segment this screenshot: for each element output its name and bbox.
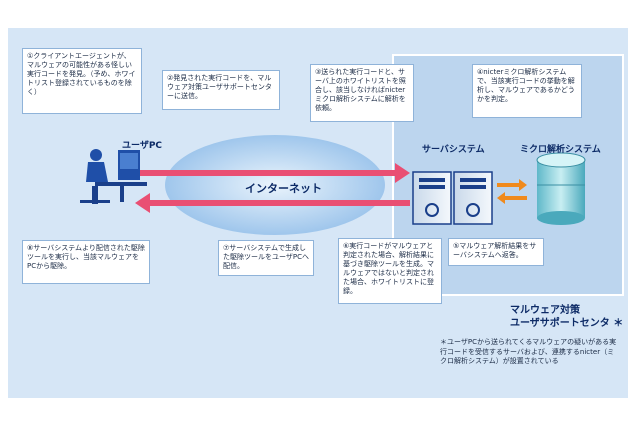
note-step-1: ①クライアントエージェントが、マルウェアの可能性がある怪しい実行コードを発見。（… xyxy=(22,48,142,114)
support-center-title-line2: ユーザサポートセンタ ＊ xyxy=(510,318,624,329)
footnote: ＊ユーザPCから送られてくるマルウェアの疑いがある実行コードを受信するサーバおよ… xyxy=(440,338,617,365)
note-step-4: ④nicterミクロ解析システムで、当該実行コードの挙動を解析し、マルウェアであ… xyxy=(472,64,582,118)
micro-analysis-icon xyxy=(536,152,586,225)
user-pc-label: ユーザPC xyxy=(122,141,163,151)
note-step-6: ⑥実行コードがマルウェアと判定された場合、解析結果に基づき駆除ツールを生成。マル… xyxy=(338,238,442,304)
support-center-title-line1: マルウェア対策 xyxy=(510,305,580,316)
to-server-arrow xyxy=(497,192,527,204)
internet-label: インターネット xyxy=(245,182,322,195)
server-icon xyxy=(412,171,493,225)
to-micro-arrow xyxy=(497,179,527,191)
download-arrow xyxy=(135,193,410,213)
note-step-3: ③送られた実行コードと、サーバ上のホワイトリストを照合し、該当しなければnict… xyxy=(310,64,414,122)
note-step-8: ⑧サーバシステムより配信された駆除ツールを実行し、当該マルウェアをPCから駆除。 xyxy=(22,240,150,284)
upload-arrow xyxy=(140,163,410,183)
server-system-label: サーバシステム xyxy=(422,145,485,155)
micro-system-label: ミクロ解析システム xyxy=(520,145,601,155)
note-step-5: ⑤マルウェア解析結果をサーバシステムへ返答。 xyxy=(448,238,544,266)
note-step-2: ②発見された実行コードを、マルウェア対策ユーザサポートセンターに送信。 xyxy=(162,70,280,110)
note-step-7: ⑦サーバシステムで生成した駆除ツールをユーザPCへ配信。 xyxy=(218,240,314,276)
user-pc-icon xyxy=(80,149,147,204)
support-center-title: マルウェア対策 ユーザサポートセンタ ＊ xyxy=(510,304,623,330)
internet-cloud xyxy=(165,135,385,235)
